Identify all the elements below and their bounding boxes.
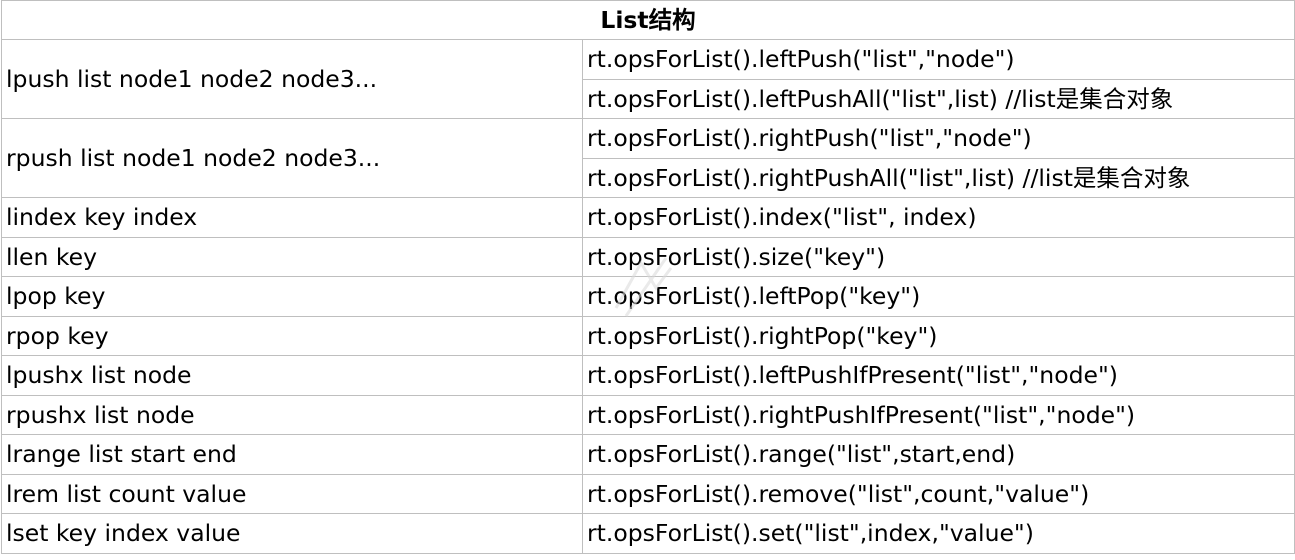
redis-command-cell: rpushx list node <box>1 394 583 435</box>
java-method-cell: rt.opsForList().leftPushAll("list",list)… <box>581 78 1295 119</box>
table-row: llen key rt.opsForList().size("key") <box>1 236 1295 277</box>
java-method-cell: rt.opsForList().index("list", index) <box>581 197 1295 238</box>
table-row: rt.opsForList().leftPushAll("list",list)… <box>2 78 1295 119</box>
table-row: rt.opsForList().rightPushAll("list",list… <box>2 157 1295 198</box>
redis-command-cell: rpop key <box>1 315 583 356</box>
redis-command-cell: rpush list node1 node2 node3... <box>1 118 583 198</box>
table-row: lpush list node1 node2 node3... rt.opsFo… <box>1 39 1295 119</box>
table-row: lrem list count value rt.opsForList().re… <box>1 473 1295 514</box>
table-row: lpop key rt.opsForList().leftPop("key") <box>1 276 1295 317</box>
redis-command-cell: lindex key index <box>1 197 583 238</box>
table-row: rpop key rt.opsForList().rightPop("key") <box>1 315 1295 356</box>
redis-command-cell: lpop key <box>1 276 583 317</box>
table-row: lpushx list node rt.opsForList().leftPus… <box>1 355 1295 396</box>
java-method-cell: rt.opsForList().set("list",index,"value"… <box>581 513 1295 554</box>
table-row: lset key index value rt.opsForList().set… <box>1 513 1295 554</box>
table-title-row: List结构 <box>0 0 1295 40</box>
table-row: lrange list start end rt.opsForList().ra… <box>1 434 1295 475</box>
redis-command-cell: lpushx list node <box>1 355 583 396</box>
redis-command-cell: lrem list count value <box>1 473 583 514</box>
redis-command-cell: lpush list node1 node2 node3... <box>1 39 583 119</box>
java-method-cell: rt.opsForList().leftPushIfPresent("list"… <box>581 355 1295 396</box>
redis-command-cell: lrange list start end <box>1 434 583 475</box>
redis-command-cell: lset key index value <box>1 513 583 554</box>
redis-command-cell: llen key <box>1 236 583 277</box>
java-method-cell: rt.opsForList().leftPop("key") <box>581 276 1295 317</box>
java-method-cell: rt.opsForList().rightPushAll("list",list… <box>581 157 1295 198</box>
table-title: List结构 <box>0 0 1295 40</box>
table-row: rpushx list node rt.opsForList().rightPu… <box>1 394 1295 435</box>
java-method-cell: rt.opsForList().rightPushIfPresent("list… <box>581 394 1295 435</box>
java-method-cell: rt.opsForList().range("list",start,end) <box>581 434 1295 475</box>
java-method-cell: rt.opsForList().rightPop("key") <box>581 315 1295 356</box>
table-row: rpush list node1 node2 node3... rt.opsFo… <box>1 118 1295 198</box>
java-method-cell: rt.opsForList().rightPush("list","node") <box>581 118 1295 159</box>
java-method-cell: rt.opsForList().remove("list",count,"val… <box>581 473 1295 514</box>
java-method-cell: rt.opsForList().leftPush("list","node") <box>581 39 1295 80</box>
java-method-cell: rt.opsForList().size("key") <box>581 236 1295 277</box>
table-row: lindex key index rt.opsForList().index("… <box>1 197 1295 238</box>
